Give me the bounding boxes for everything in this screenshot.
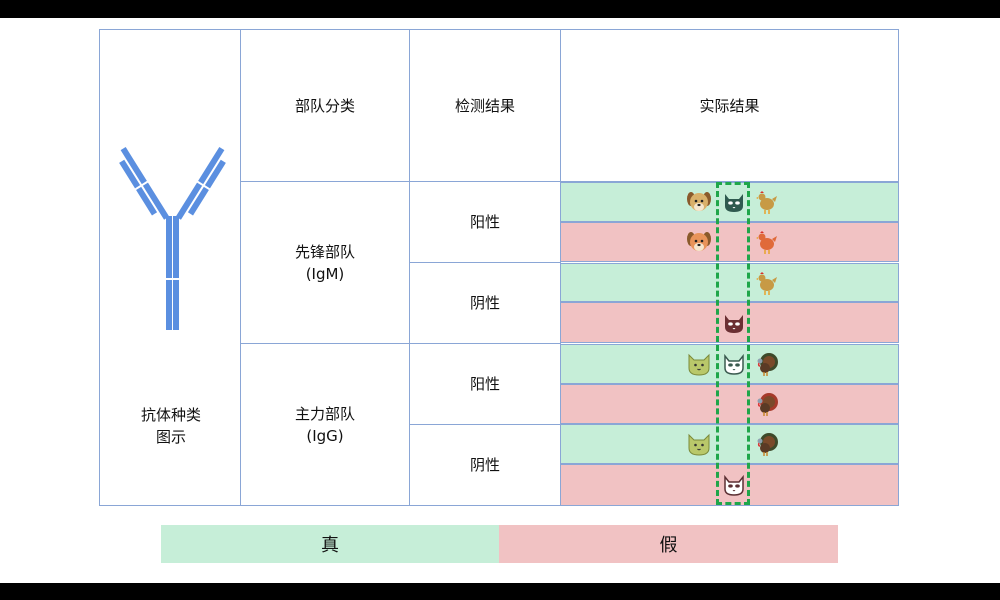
header-actual-result: 实际结果: [560, 29, 899, 182]
header-actual-result-label: 实际结果: [699, 96, 760, 115]
cat-icon: [721, 472, 747, 498]
result-row-true: [560, 424, 899, 464]
cat-icon: [721, 310, 747, 336]
yellow-cat-icon: [686, 431, 712, 457]
legend-false-label: 假: [659, 535, 678, 556]
cat-icon: [721, 189, 747, 215]
result-row-true: [560, 263, 899, 302]
turkey-icon: [754, 351, 780, 377]
chicken-icon: [754, 270, 780, 296]
bottom-letterbox: [0, 583, 1000, 600]
group-igm-sub: (IgM): [305, 264, 345, 283]
group-igg-sub: (IgG): [306, 426, 344, 445]
group-igg-name: 主力部队: [294, 404, 355, 423]
chicken-icon: [754, 229, 780, 255]
header-unit-type: 部队分类: [240, 29, 410, 182]
turkey-icon: [754, 391, 780, 417]
igm-positive-cell: 阳性: [409, 181, 561, 263]
antibody-caption: 抗体种类 图示: [100, 404, 242, 448]
igg-positive-label: 阳性: [469, 375, 500, 393]
header-test-result: 检测结果: [409, 29, 561, 182]
group-igm-name: 先锋部队: [294, 242, 355, 261]
igm-positive-label: 阳性: [469, 213, 500, 231]
antibody-illustration-cell: 抗体种类 图示: [99, 29, 241, 506]
igg-positive-cell: 阳性: [409, 343, 561, 425]
chicken-icon: [754, 189, 780, 215]
highlight-dashed-box: [716, 182, 750, 505]
cat-icon: [721, 351, 747, 377]
group-igm-cell: 先锋部队 (IgM): [240, 181, 410, 344]
antibody-caption-line2: 图示: [155, 428, 186, 446]
antibody-caption-line1: 抗体种类: [140, 406, 201, 424]
dog-icon: [686, 189, 712, 215]
legend-true: 真: [161, 525, 499, 563]
igm-negative-cell: 阴性: [409, 262, 561, 344]
top-letterbox: [0, 0, 1000, 18]
yellow-cat-icon: [686, 351, 712, 377]
igg-negative-cell: 阴性: [409, 424, 561, 506]
antibody-y-icon: [119, 146, 226, 330]
turkey-icon: [754, 431, 780, 457]
igm-negative-label: 阴性: [469, 294, 500, 312]
legend-true-label: 真: [321, 535, 339, 556]
header-unit-type-label: 部队分类: [294, 96, 355, 115]
legend-false: 假: [499, 525, 838, 563]
header-test-result-label: 检测结果: [454, 96, 515, 115]
result-row-false: [560, 384, 899, 424]
igg-negative-label: 阴性: [469, 456, 500, 474]
result-row-false: [560, 222, 899, 262]
group-igg-cell: 主力部队 (IgG): [240, 343, 410, 506]
dog-icon: [686, 229, 712, 255]
